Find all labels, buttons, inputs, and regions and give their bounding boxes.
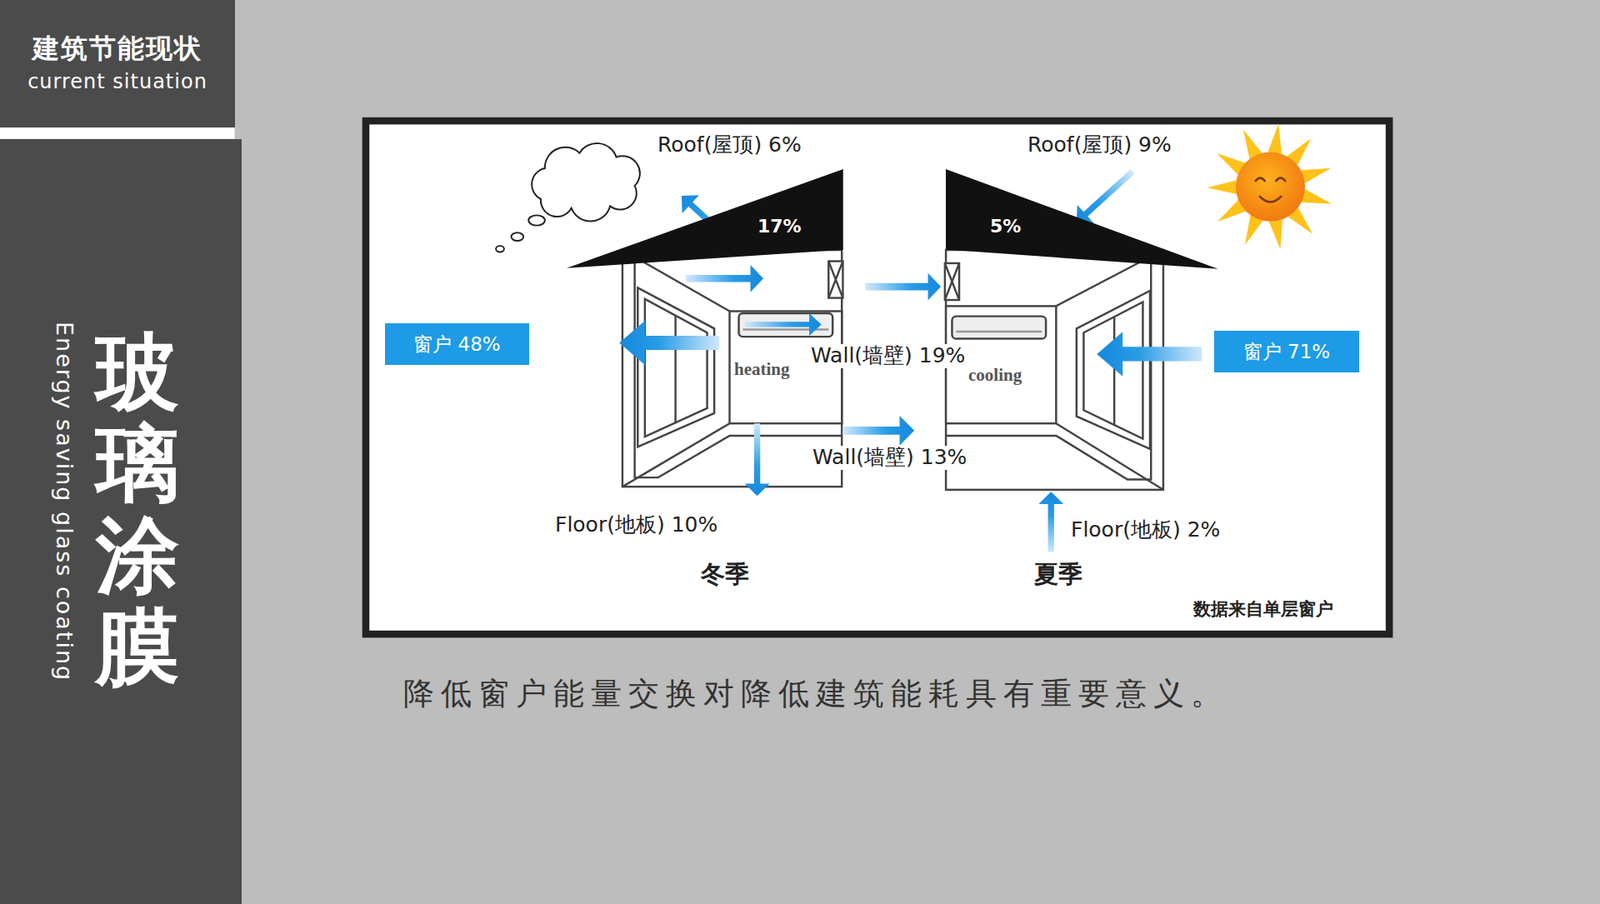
flow-arrow [1096,331,1202,376]
roof-fill [566,169,844,269]
summer-house [945,250,1164,490]
mode-label: cooling [966,365,1024,385]
node-text: 17% [757,215,802,237]
roof-shape [566,169,845,270]
flow-arrow [745,423,770,496]
cloud-bubble [528,215,545,225]
sun-ray [1301,189,1332,204]
window-share-box: 窗户 48% [385,323,530,365]
window-pane [1083,301,1143,439]
diagram-frame [365,120,1390,635]
flow-arrow [842,415,915,446]
sun-rays [1207,124,1332,250]
floor-edge [635,260,843,478]
window [637,287,715,447]
roof-fill [945,169,1219,270]
sun-ray [1268,124,1282,155]
window-mullion [674,315,676,424]
window [1076,290,1150,450]
flow-arrow [865,273,941,301]
roof-shape [945,169,1220,270]
winter-house [622,250,843,487]
sun-face [1255,178,1286,203]
floor-label: Floor(地板) 10% [553,513,720,538]
vent-cross [945,263,960,300]
season-label: 冬季 [699,560,751,589]
window-share-box: 窗户 71% [1214,330,1360,373]
node-text: 窗户 71% [1243,339,1330,365]
roof-loss-label: Roof(屋顶) 6% [655,133,804,158]
sun-disc [1235,151,1305,221]
vent [828,260,843,298]
section-title-box: 建筑节能现状 current situation [0,0,235,128]
node-text: 玻璃涂膜 [95,326,180,694]
ac-grille [955,330,1042,333]
caption: 降低窗户能量交换对降低建筑能耗具有重要意义。 [403,673,1229,715]
mode-label: heating [732,359,792,380]
season-label: 夏季 [1032,560,1085,589]
wall-label: Wall(墙壁) 19% [809,344,967,369]
flow-arrow [619,320,720,365]
window-pane [645,299,708,437]
house-outline [622,250,842,487]
house-outline [945,250,1164,490]
floor-label: Floor(地板) 2% [1069,518,1222,543]
node-text: 5% [990,215,1021,237]
flow-arrow [1076,169,1135,224]
roof-triangle: 5% [945,169,1220,270]
wall-label: Wall(墙壁) 13% [810,445,969,470]
node-text: 建筑节能现状 [32,32,203,65]
sun-ray [1207,180,1237,195]
cloud-outline [531,143,640,222]
source-note: 数据来自单层窗户 [1191,599,1335,620]
cloud [495,143,640,253]
node-text: current situation [27,69,208,95]
roof-triangle: 17% [566,169,845,270]
sun [1207,124,1332,250]
vent-cross [828,260,843,298]
flow-arrow [1038,491,1064,552]
flow-arrow [685,265,764,293]
side-band: 玻璃涂膜 Energy saving glass coating [0,139,242,904]
cloud-bubble [510,232,524,241]
vent [945,263,960,300]
white-stripe [0,127,235,139]
air-conditioner [951,316,1046,340]
cloud-bubble [495,245,505,252]
roof-gain-label: Roof(屋顶) 9% [1025,133,1174,158]
node-text: Energy saving glass coating [50,321,78,682]
flow-arrow [745,313,822,336]
air-conditioner [739,313,834,337]
sun-ray [1300,168,1331,184]
node-text: 窗户 48% [413,331,500,358]
sun-ray [1269,219,1283,250]
window-mullion [1113,317,1115,426]
